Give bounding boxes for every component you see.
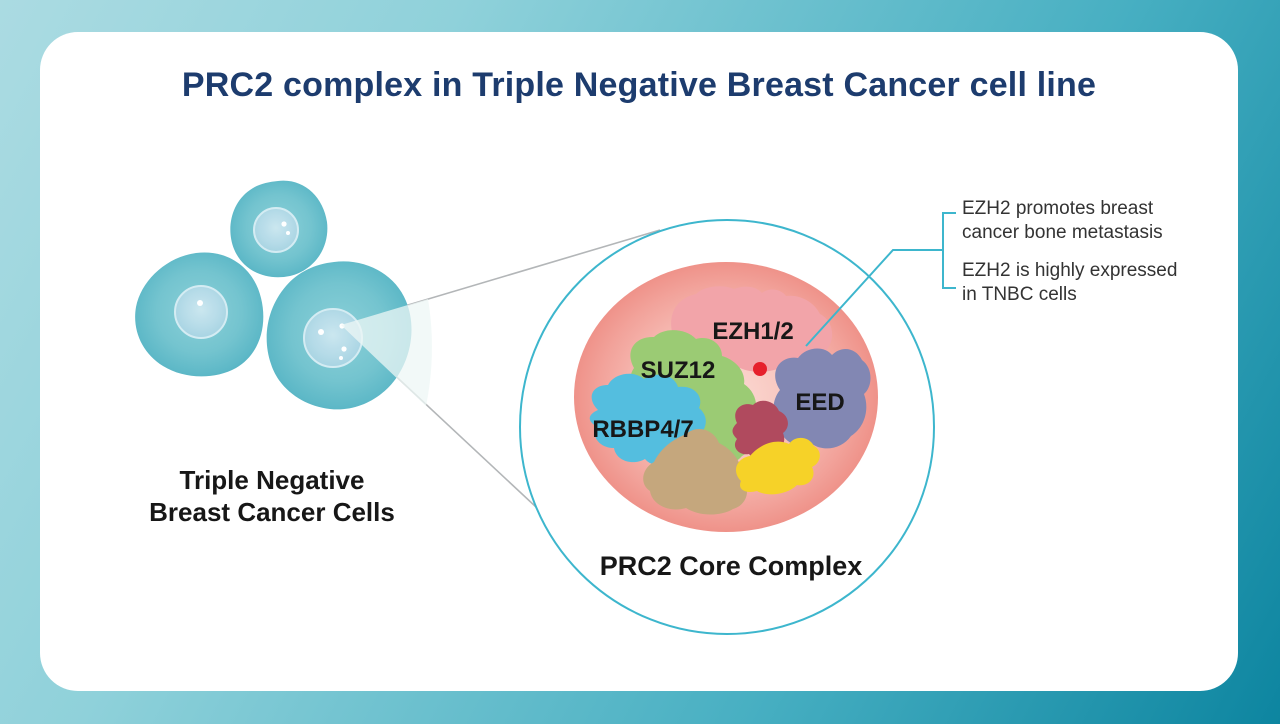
annotation-bracket [942, 212, 956, 289]
subunit-eed-blob [773, 348, 871, 449]
cell-nucleus [174, 285, 228, 339]
cancer-cell-group [135, 180, 432, 410]
cell-nucleus [253, 207, 299, 253]
annotation-connector [805, 212, 956, 347]
prc2-subunit-labels: EZH1/2 SUZ12 RBBP4/7 EED PRC2 Core Compl… [592, 318, 862, 581]
subunit-label-eed: EED [795, 389, 844, 416]
annotation-metastasis: EZH2 promotes breast cancer bone metasta… [962, 197, 1212, 244]
cancer-cell-3 [266, 261, 412, 410]
prc2-subunits [589, 286, 871, 515]
annotation-expression: EZH2 is highly expressed in TNBC cells [962, 259, 1212, 306]
annotation-line: EZH2 is highly expressed [962, 260, 1178, 281]
active-site-dot [753, 362, 767, 376]
subunit-label-suz12: SUZ12 [641, 357, 716, 384]
connector-line [805, 249, 943, 347]
zoom-cone-highlight [341, 299, 432, 406]
cancer-cell-2 [135, 252, 264, 377]
page-title: PRC2 complex in Triple Negative Breast C… [181, 66, 1097, 104]
annotation-line: cancer bone metastasis [962, 221, 1163, 243]
cancer-cell-1 [230, 180, 328, 278]
cells-caption-line1: Triple Negative [179, 465, 365, 495]
tan-accessory-blob [643, 428, 747, 515]
complex-caption: PRC2 Core Complex [600, 551, 863, 581]
yellow-accessory-blob [735, 437, 820, 495]
cells-caption: Triple Negative Breast Cancer Cells [112, 464, 432, 528]
subunit-label-rbbp47: RBBP4/7 [592, 416, 693, 443]
annotation-line: EZH2 promotes breast [962, 198, 1154, 219]
cells-caption-line2: Breast Cancer Cells [149, 497, 395, 527]
subunit-label-ezh12: EZH1/2 [712, 318, 793, 345]
cell-nucleus [303, 308, 363, 368]
annotation-line: in TNBC cells [962, 283, 1077, 305]
